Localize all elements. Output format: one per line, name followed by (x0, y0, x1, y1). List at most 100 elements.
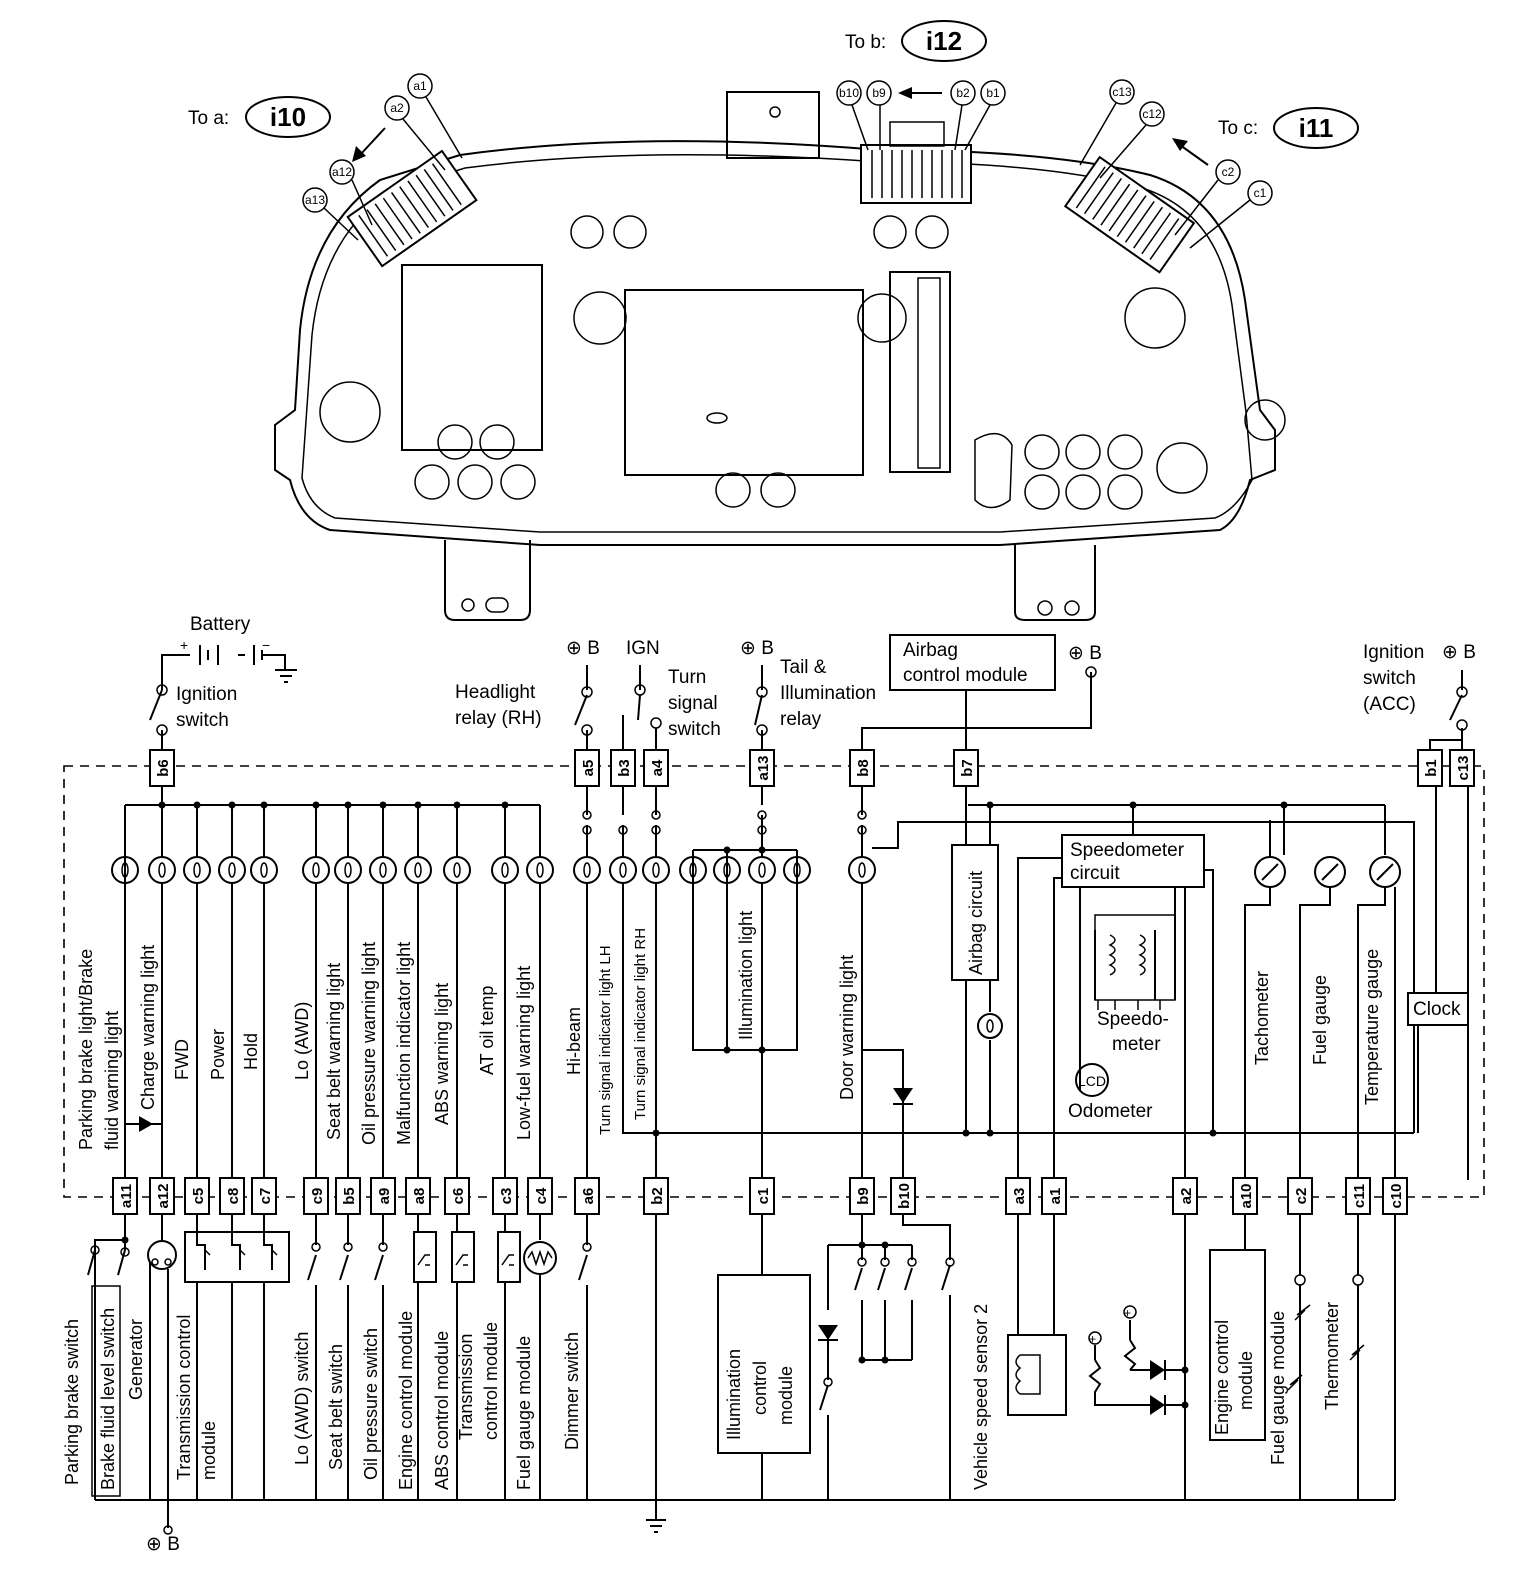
pin-label: b3 (616, 759, 633, 777)
odometer-label: Odometer (1068, 1101, 1153, 1122)
turn-signal-switch-label-2: signal (668, 693, 718, 714)
external-components: ⊕ B (87, 1214, 1396, 1555)
lo-awd-switch-label: Lo (AWD) switch (292, 1332, 312, 1465)
fuel-gauge-module-label: Fuel gauge module (514, 1336, 534, 1490)
at-oil-temp-label: AT oil temp (477, 986, 497, 1075)
pin-callout: b1 (986, 86, 1000, 100)
transmission-control-module-label-1: Transmission control (174, 1315, 194, 1480)
transmission-control-module-2-label-2: control module (481, 1322, 501, 1440)
pin-label: c8 (225, 1188, 242, 1205)
meter-cluster-rear-view: To a: i10 To b: i12 To c: i11 a1 a2 a12 … (188, 20, 1359, 621)
speedometer-label-2: meter (1112, 1034, 1161, 1055)
fuel-gauge-label: Fuel gauge (1310, 975, 1330, 1065)
pin-label: c11 (1351, 1184, 1368, 1208)
pin-callout: b2 (956, 86, 970, 100)
airbag-control-module-box (889, 634, 1056, 691)
pin-label: c7 (257, 1188, 274, 1205)
pin-label: b7 (959, 759, 976, 777)
pin-callout: b9 (872, 86, 886, 100)
internal-circuit (111, 786, 1469, 1180)
pin-callout: c13 (1112, 85, 1132, 99)
supply-section: Battery +− Ignition switch Headlight rel… (149, 614, 1476, 765)
turn-signal-switch-label-3: switch (668, 719, 721, 740)
engine-control-module-label: Engine control module (396, 1311, 416, 1490)
parking-brake-light-label-1: Parking brake light/Brake (76, 949, 96, 1150)
pin-label: a5 (580, 760, 597, 777)
ignition-acc-label-3: (ACC) (1363, 694, 1416, 715)
brake-fluid-level-switch-label: Brake fluid level switch (98, 1308, 118, 1490)
pin-label: b6 (155, 759, 172, 777)
pin-label: a6 (580, 1188, 597, 1205)
pin-label: c6 (450, 1188, 467, 1205)
tail-illumination-relay-label-3: relay (780, 709, 822, 730)
bottom-pins: a11 a12 c5 c8 c7 c9 b5 a9 a8 c6 c3 c4 a6… (112, 1177, 1408, 1215)
pin-label: c5 (190, 1188, 207, 1205)
charge-warning-light-label: Charge warning light (138, 945, 158, 1110)
tachometer-label: Tachometer (1252, 971, 1272, 1065)
pin-label: a12 (155, 1183, 172, 1208)
engine-control-module-2-label-1: Engine control (1212, 1320, 1232, 1435)
pin-callout: a1 (413, 79, 427, 93)
lcd-label: LCD (1078, 1073, 1106, 1089)
ign-label: IGN (626, 638, 660, 659)
hold-label: Hold (241, 1033, 261, 1070)
external-labels: Parking brake switch Brake fluid level s… (62, 1285, 1342, 1497)
oil-pressure-switch-label: Oil pressure switch (361, 1328, 381, 1480)
pin-callout: b10 (839, 86, 859, 100)
parking-brake-switch-label: Parking brake switch (62, 1319, 82, 1485)
plus-b-label: ⊕ B (566, 638, 600, 659)
pin-label: b8 (855, 759, 872, 777)
ignition-acc-label-1: Ignition (1363, 642, 1424, 663)
fwd-label: FWD (172, 1039, 192, 1080)
malfunction-indicator-light-label: Malfunction indicator light (394, 942, 414, 1145)
vehicle-speed-sensor-label: Vehicle speed sensor 2 (971, 1304, 991, 1490)
airbag-circuit-box (951, 844, 999, 981)
power-label: Power (208, 1029, 228, 1080)
pin-label: c10 (1388, 1183, 1405, 1208)
pin-label: a11 (118, 1184, 135, 1208)
svg-text:+: + (1124, 1306, 1131, 1320)
headlight-relay-label-1: Headlight (455, 682, 536, 703)
pin-label: c1 (755, 1188, 772, 1205)
illumination-control-module-label-3: module (776, 1366, 796, 1425)
thermometer-label: Thermometer (1322, 1302, 1342, 1410)
svg-text:+: + (180, 637, 188, 653)
illumination-control-module-box (717, 1274, 811, 1454)
illumination-control-module-label-1: Illumination (724, 1349, 744, 1440)
pin-label: a9 (376, 1188, 393, 1205)
generator-label: Generator (126, 1319, 146, 1400)
turn-signal-switch-label-1: Turn (668, 667, 706, 688)
ignition-acc-label-2: switch (1363, 668, 1416, 689)
pin-label: a13 (755, 755, 772, 780)
dimmer-switch-label: Dimmer switch (562, 1332, 582, 1450)
illumination-control-module-label-2: control (750, 1361, 770, 1415)
headlight-relay-label-2: relay (RH) (455, 708, 542, 729)
airbag-control-module-label-2: control module (903, 665, 1028, 686)
to-a-connector: i10 (270, 102, 306, 132)
ignition-switch-label-1: Ignition (176, 684, 237, 705)
pin-label: c9 (309, 1188, 326, 1205)
seat-belt-warning-light-label: Seat belt warning light (324, 963, 344, 1140)
oil-pressure-warning-light-label: Oil pressure warning light (359, 942, 379, 1145)
plus-b-label: ⊕ B (1068, 643, 1102, 664)
svg-text:+: + (1089, 1332, 1096, 1346)
hi-beam-label: Hi-beam (564, 1007, 584, 1075)
pin-label: a10 (1238, 1183, 1255, 1208)
abs-control-module-label: ABS control module (432, 1331, 452, 1490)
combination-meter-boundary (63, 765, 1485, 1198)
pin-callout: c1 (1254, 186, 1267, 200)
illumination-light-label: Illumination light (736, 911, 756, 1040)
airbag-circuit-label: Airbag circuit (966, 871, 986, 975)
to-c-label: To c: (1218, 118, 1258, 139)
internal-labels: Parking brake light/Brake fluid warning … (76, 840, 1461, 1150)
parking-brake-light-label-2: fluid warning light (102, 1011, 122, 1150)
turn-lh-label: Turn signal indicator light LH (597, 945, 614, 1135)
lo-awd-label: Lo (AWD) (292, 1002, 312, 1080)
clock-box (1407, 992, 1469, 1026)
to-a-label: To a: (188, 108, 229, 129)
pin-label: b2 (649, 1187, 666, 1205)
speedometer-circuit-box (1061, 834, 1205, 888)
to-b-label: To b: (845, 32, 886, 53)
svg-text:−: − (262, 637, 270, 653)
pin-callout: a12 (332, 165, 352, 179)
